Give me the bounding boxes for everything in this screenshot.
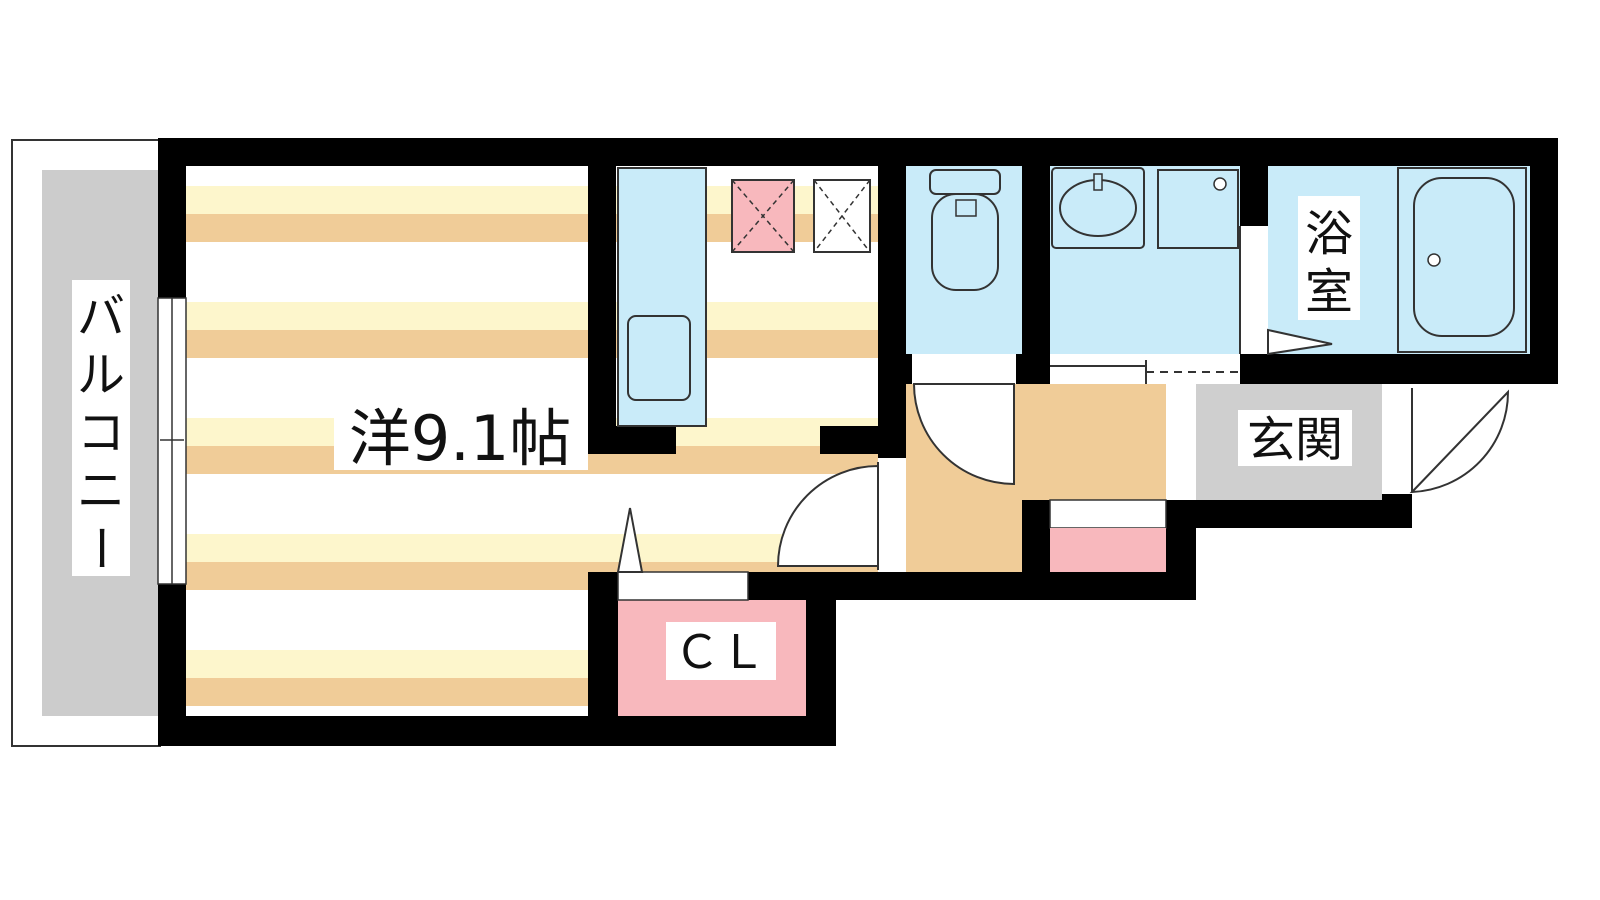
shoe-closet [1050,528,1166,572]
washroom-bath-opening [1240,226,1268,354]
fridge-space-cross-2 [731,179,795,253]
bathroom-label-2: 室 [1305,264,1353,320]
entrance-label: 玄関 [1247,412,1343,468]
bathroom-label-bg [1298,196,1360,320]
kitchen-bottom-wall [588,426,676,454]
balcony-label-bg [72,280,130,576]
kitchen-partition-wall [588,166,616,454]
balcony-char-5: ー [72,524,128,572]
western-room-label-bg [334,396,588,470]
toilet-seat [931,193,999,291]
entry-door-swing [1409,389,1510,494]
washer-space-cross-2 [813,179,871,253]
room-door-swing [776,464,879,567]
bathtub-drain [1427,253,1441,267]
entry-door-opening [1382,384,1412,494]
western-room-label: 洋9.1帖 [349,402,572,475]
shoe-closet-door [1049,499,1167,529]
kitchen-sink [627,315,691,401]
toilet-door-swing [912,383,1015,486]
closet-label-bg [666,622,776,680]
washer-drain [1213,177,1227,191]
toilet-lid [955,199,977,217]
closet-door [617,571,749,601]
bathroom-label-1: 浴 [1305,206,1353,262]
balcony-char-3: コ [77,405,125,461]
closet-door-swing [616,507,644,573]
kitchen-right-stub [820,426,878,454]
hallway-floor-lower [906,500,1022,572]
room-door-opening [878,458,906,572]
balcony-char-1: バ [77,289,125,345]
entrance-label-bg [1238,410,1352,466]
entrance-gap [1166,384,1196,500]
toilet-door-opening [912,354,1016,384]
balcony-char-2: ル [77,347,125,403]
closet-label: ＣＬ [674,625,766,679]
bathtub-inner [1413,177,1515,337]
faucet [1093,173,1103,191]
toilet-tank [929,169,1001,195]
balcony-char-4: ニ [77,463,125,519]
balcony-label: バ ル コ ニ ー [72,289,128,572]
bath-door-swing [1267,328,1333,356]
